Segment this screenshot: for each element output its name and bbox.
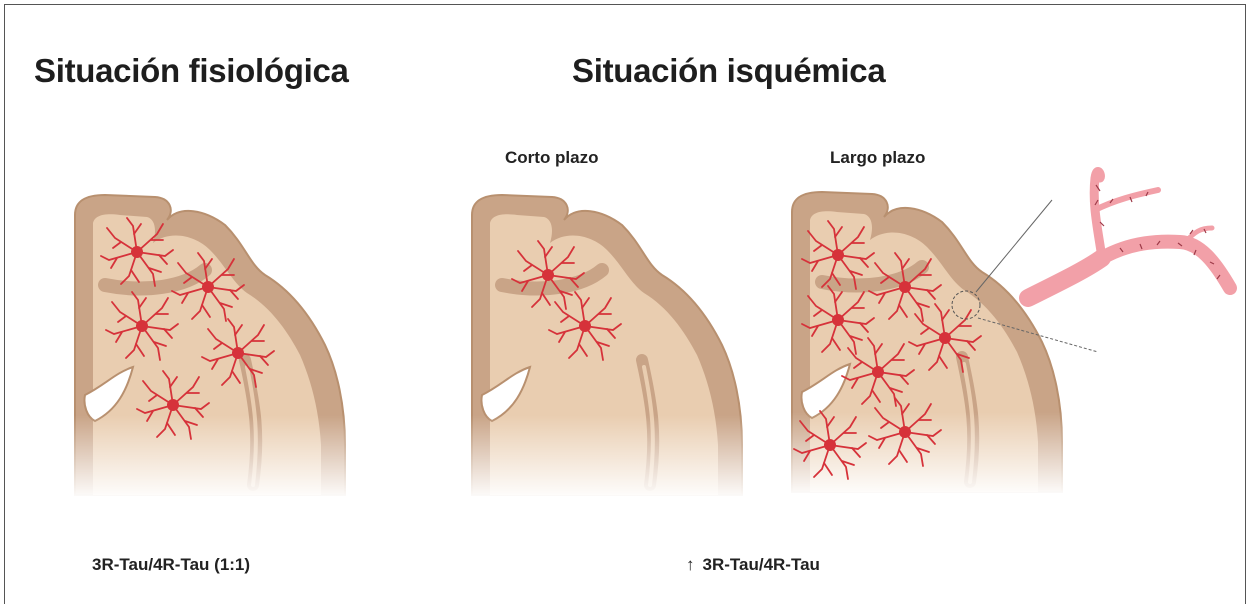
blood-vessel-icon — [1028, 171, 1230, 298]
brain-slice-short-term — [467, 195, 757, 500]
zoom-guide-upper — [976, 200, 1052, 292]
